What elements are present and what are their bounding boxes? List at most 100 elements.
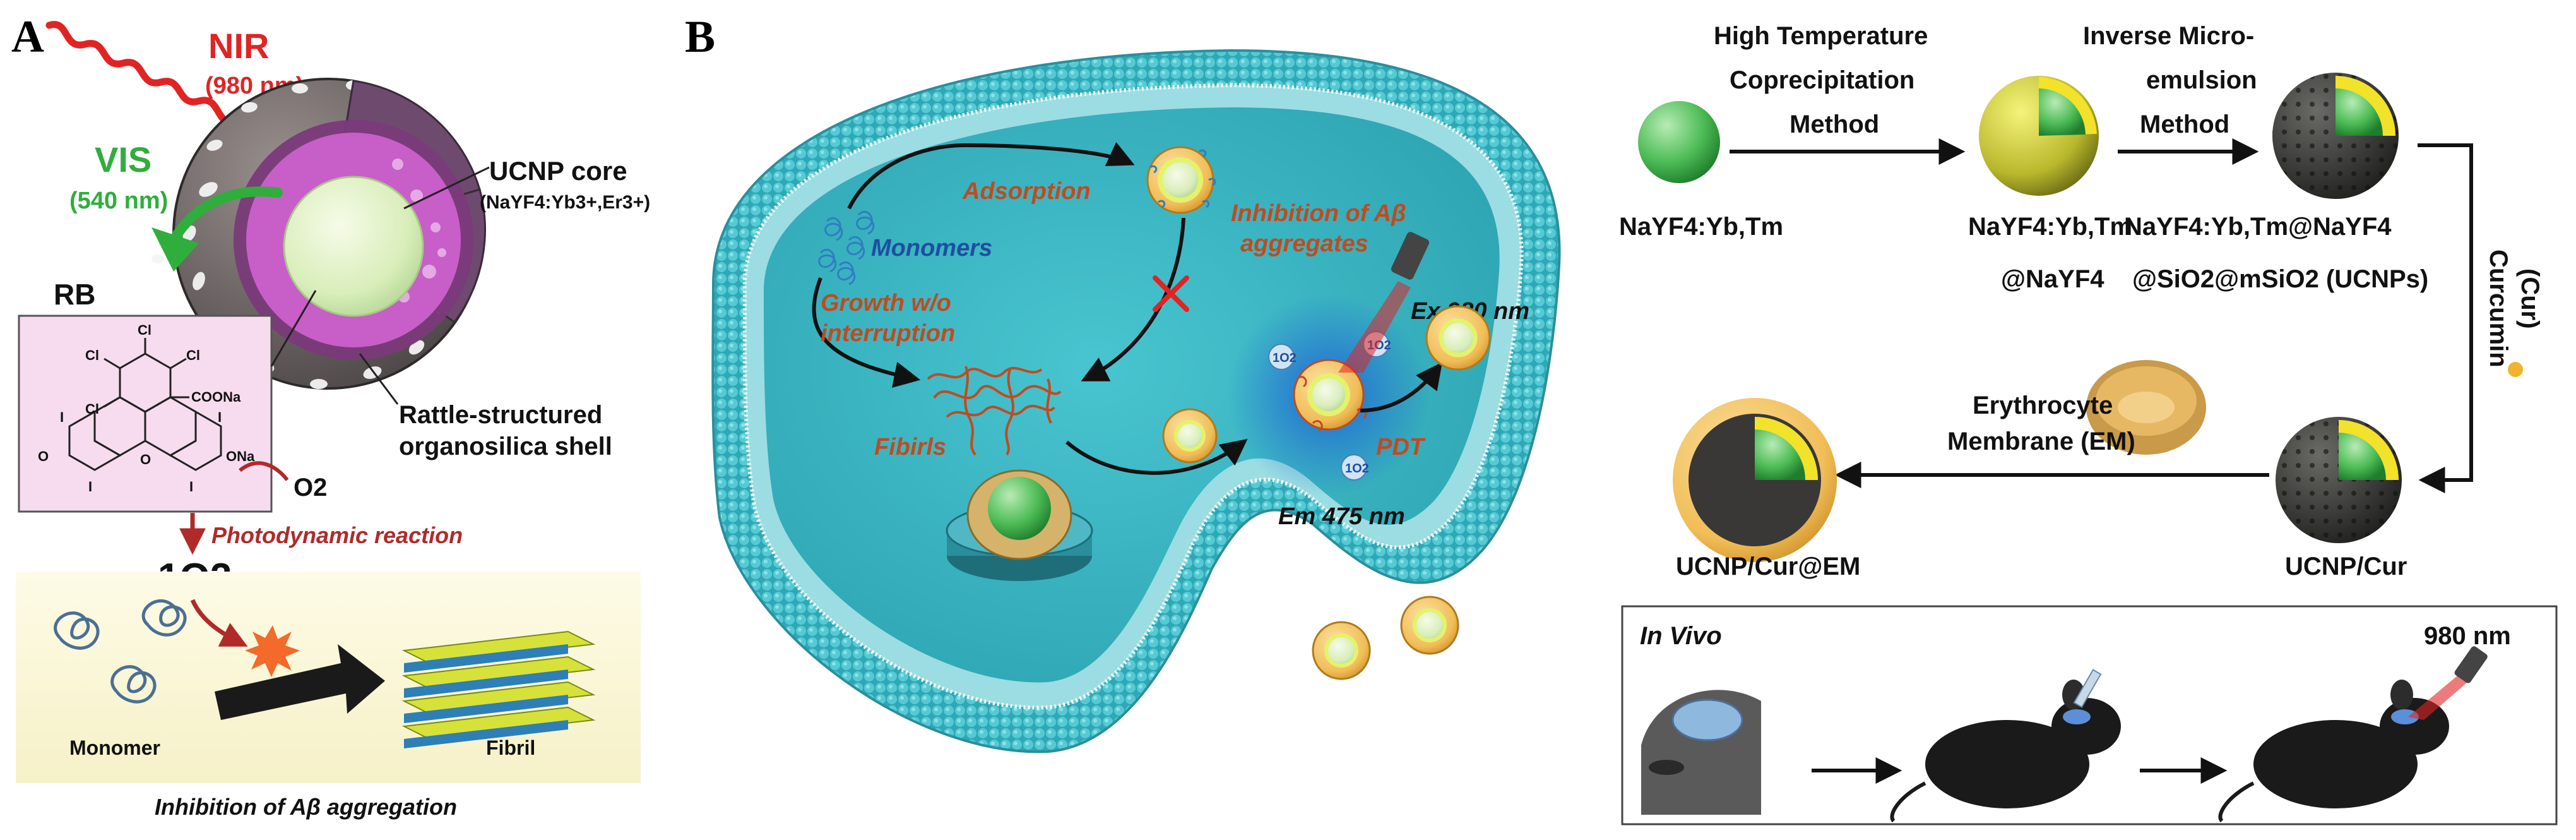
nir-label: NIR xyxy=(208,26,269,66)
singlet-bubble-1: 1O2 xyxy=(1273,351,1297,365)
growth-label-line2: interruption xyxy=(821,320,955,347)
particle2-label-line1: NaYF4:Yb,Tm xyxy=(1968,213,2132,241)
curcumin-label-line1: Curcumin xyxy=(2484,249,2512,368)
panel-a: A NIR (980 nm) xyxy=(11,11,650,820)
vis-label: VIS xyxy=(95,140,151,179)
ucnp-cur-em-label: UCNP/Cur@EM xyxy=(1676,553,1860,580)
ucnp-core-sphere xyxy=(283,176,424,317)
adsorption-arrow xyxy=(847,141,1135,210)
shell-leader-line xyxy=(359,353,399,405)
blocked-growth-arrow xyxy=(1081,217,1185,381)
singlet-to-burst-arrow xyxy=(190,599,248,647)
pdt-ucnp xyxy=(1293,359,1367,432)
panel-b-letter: B xyxy=(685,11,715,62)
released-ucnp xyxy=(1425,305,1491,371)
free-ucnp-1 xyxy=(1162,408,1218,464)
photodynamic-label: Photodynamic reaction xyxy=(211,522,463,548)
rb-chemical-structure xyxy=(68,338,222,471)
membrane-label-line1: Erythrocyte xyxy=(1973,392,2113,419)
pdt-label: PDT xyxy=(1376,434,1426,460)
ucnp-cur-particle xyxy=(2276,417,2402,543)
in-vivo-label: In Vivo xyxy=(1640,622,1722,650)
rb-atom-i-3: I xyxy=(88,479,92,495)
vis-arrowhead xyxy=(151,227,199,272)
rb-atom-cl-3: Cl xyxy=(186,347,200,363)
adsorption-label: Adsorption xyxy=(962,178,1091,205)
in-vivo-wavelength: 980 nm xyxy=(2424,622,2511,650)
fibril-tangle xyxy=(927,366,1062,456)
rb-atom-o-keto: O xyxy=(38,448,49,464)
growth-arrow xyxy=(812,277,921,388)
rb-leader-line xyxy=(270,290,317,367)
fibirls-label: Fibirls xyxy=(874,434,946,460)
fibril-stack xyxy=(401,630,596,748)
rb-atom-coona: COONa xyxy=(191,389,241,405)
synthesis-scheme: NaYF4:Yb,Tm High Temperature Coprecipita… xyxy=(1619,22,2544,580)
step1-line2: Coprecipitation xyxy=(1730,66,1914,94)
vis-arrow xyxy=(169,186,283,245)
step2-line2: emulsion xyxy=(2146,66,2257,94)
rb-label: RB xyxy=(54,278,95,311)
panel-a-letter: A xyxy=(11,11,44,62)
blocked-arrow xyxy=(215,644,385,720)
o2-curve-visible xyxy=(239,461,289,481)
curcumin-dot xyxy=(2508,362,2523,377)
rb-atom-o-ring: O xyxy=(140,452,151,467)
rb-atom-i-1: I xyxy=(60,409,64,425)
inhibition-label-line1: Inhibition of Aβ xyxy=(1231,200,1406,227)
inhibition-caption: Inhibition of Aβ aggregation xyxy=(155,794,457,820)
nayf4-shell-particle xyxy=(1979,76,2099,196)
ucnp-mesoporous-particle xyxy=(2272,73,2399,199)
o2-label: O2 xyxy=(294,474,327,501)
ucnp-cur-label: UCNP/Cur xyxy=(2285,553,2407,580)
curcumin-loading-arrow xyxy=(2418,143,2473,493)
panel-b: B Monomers Adsorption xyxy=(685,11,2558,825)
blood-vessel-structure xyxy=(946,469,1093,581)
step1-line1: High Temperature xyxy=(1714,22,1928,50)
mouse-irradiation-icon xyxy=(2218,646,2488,823)
em-label: Em 475 nm xyxy=(1278,503,1405,530)
rb-atom-ona: ONa xyxy=(226,448,255,464)
monomer-cluster xyxy=(818,210,875,285)
step1-line3: Method xyxy=(1790,111,1879,138)
monomer-coils xyxy=(54,599,187,704)
shell-label-line1: Rattle-structured xyxy=(399,401,602,429)
rb-atom-cl-1: Cl xyxy=(138,322,151,338)
rb-atom-cl-4: Cl xyxy=(85,401,99,417)
reaction-burst xyxy=(245,625,300,677)
pdt-arrow xyxy=(1360,362,1443,412)
step2-line1: Inverse Micro- xyxy=(2083,22,2254,50)
particle2-label-line2: @NaYF4 xyxy=(2001,265,2104,293)
ucnp-rattle-particle xyxy=(151,78,486,390)
step2-line3: Method xyxy=(2140,111,2229,138)
growth-label-line1: Growth w/o xyxy=(821,290,951,316)
nayf4-particle xyxy=(1638,101,1720,183)
erythrocyte-membrane-icon xyxy=(2086,360,2206,455)
rb-atom-i-2: I xyxy=(218,409,222,425)
singlet-bubble-3: 1O2 xyxy=(1345,462,1369,476)
curcumin-label-line2: (Cur) xyxy=(2516,268,2544,329)
mouse-injection-icon xyxy=(1890,669,2121,823)
monomers-label: Monomers xyxy=(871,235,992,261)
vis-wavelength: (540 nm) xyxy=(69,188,168,214)
core-formula: (NaYF4:Yb3+,Er3+) xyxy=(480,192,650,213)
inhibition-label-line2: aggregates xyxy=(1240,231,1368,257)
fibril-label: Fibril xyxy=(486,736,535,759)
rb-atom-cl-2: Cl xyxy=(85,347,99,363)
monomer-label: Monomer xyxy=(69,736,160,759)
particle1-label: NaYF4:Yb,Tm xyxy=(1619,213,1783,241)
rb-atom-i-4: I xyxy=(189,479,193,495)
adsorbed-ucnp xyxy=(1146,146,1216,214)
fibril-to-pdt-arrow xyxy=(1065,438,1248,475)
membrane-ucnp-group xyxy=(1312,596,1459,680)
ucnp-cur-em-particle xyxy=(1673,398,1837,562)
particle3-label-line1: NaYF4:Yb,Tm@NaYF4 xyxy=(2124,213,2392,241)
particle3-label-line2: @SiO2@mSiO2 (UCNPs) xyxy=(2132,265,2428,293)
core-leader-line xyxy=(403,166,490,210)
mouse-head-image xyxy=(1641,690,1761,815)
membrane-label-line2: Membrane (EM) xyxy=(1947,428,2135,455)
core-label: UCNP core xyxy=(489,156,627,186)
in-vivo-panel: In Vivo xyxy=(1621,605,2558,825)
block-x-mark xyxy=(1153,275,1189,312)
